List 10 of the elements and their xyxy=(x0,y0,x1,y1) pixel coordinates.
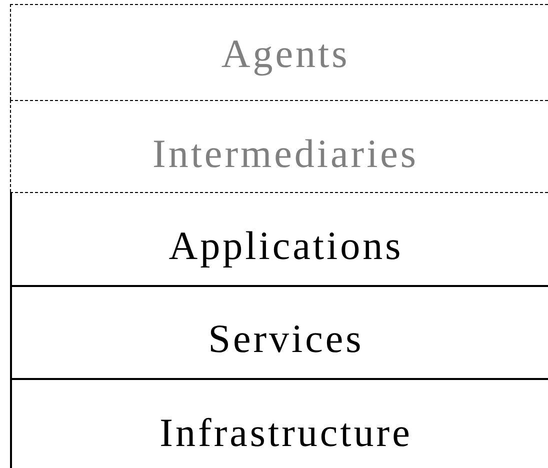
layer-band xyxy=(10,378,548,468)
layer-label: Infrastructure xyxy=(160,408,412,456)
layer-label: Applications xyxy=(168,222,404,268)
layer-label: Agents xyxy=(221,30,350,77)
layer-band xyxy=(10,285,548,378)
layer-band xyxy=(10,192,548,285)
layer-label: Services xyxy=(208,315,364,362)
layer-label: Intermediaries xyxy=(152,130,418,177)
layer-band xyxy=(10,100,548,192)
layer-band xyxy=(10,4,548,100)
